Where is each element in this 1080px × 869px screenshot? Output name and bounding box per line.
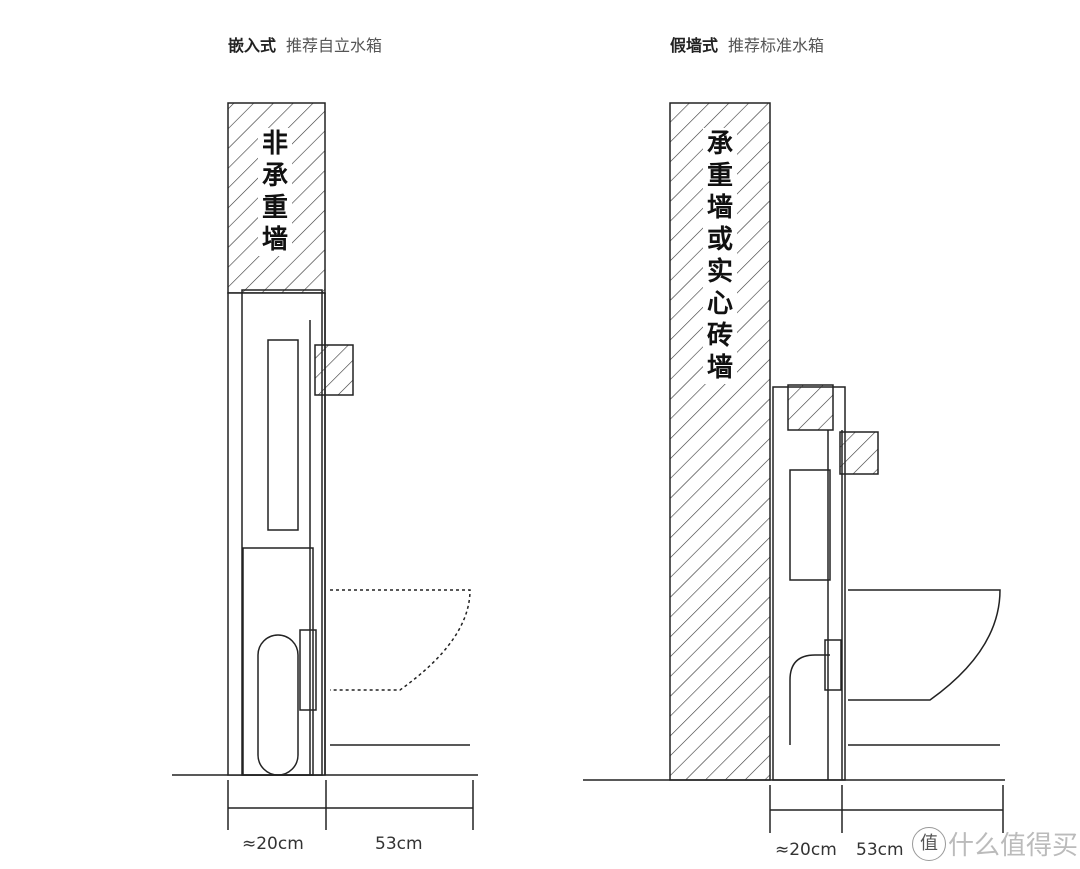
watermark-text: 什么值得买: [948, 831, 1079, 861]
dim-left-1: ≈20cm: [242, 834, 304, 854]
tank-left: [267, 339, 299, 531]
toilet-right: [848, 589, 1001, 701]
title-right-sub: 推荐标准水箱: [728, 36, 825, 55]
watermark-icon: 值: [912, 826, 946, 861]
wall-left-label: 非承重墙: [258, 128, 292, 256]
watermark: 值什么值得买: [912, 825, 1078, 862]
wall-right-label: 承重墙或实心砖墙: [703, 128, 737, 384]
title-left: 嵌入式推荐自立水箱: [228, 32, 382, 56]
toilet-left: [330, 589, 471, 691]
title-right: 假墙式推荐标准水箱: [670, 32, 824, 56]
title-left-main: 嵌入式: [228, 36, 277, 55]
title-right-main: 假墙式: [670, 36, 719, 55]
dim-left-2: 53cm: [375, 834, 423, 854]
dim-right-1: ≈20cm: [775, 840, 837, 860]
title-left-sub: 推荐自立水箱: [286, 36, 383, 55]
tank-right: [789, 469, 831, 581]
dim-right-2: 53cm: [856, 840, 904, 860]
